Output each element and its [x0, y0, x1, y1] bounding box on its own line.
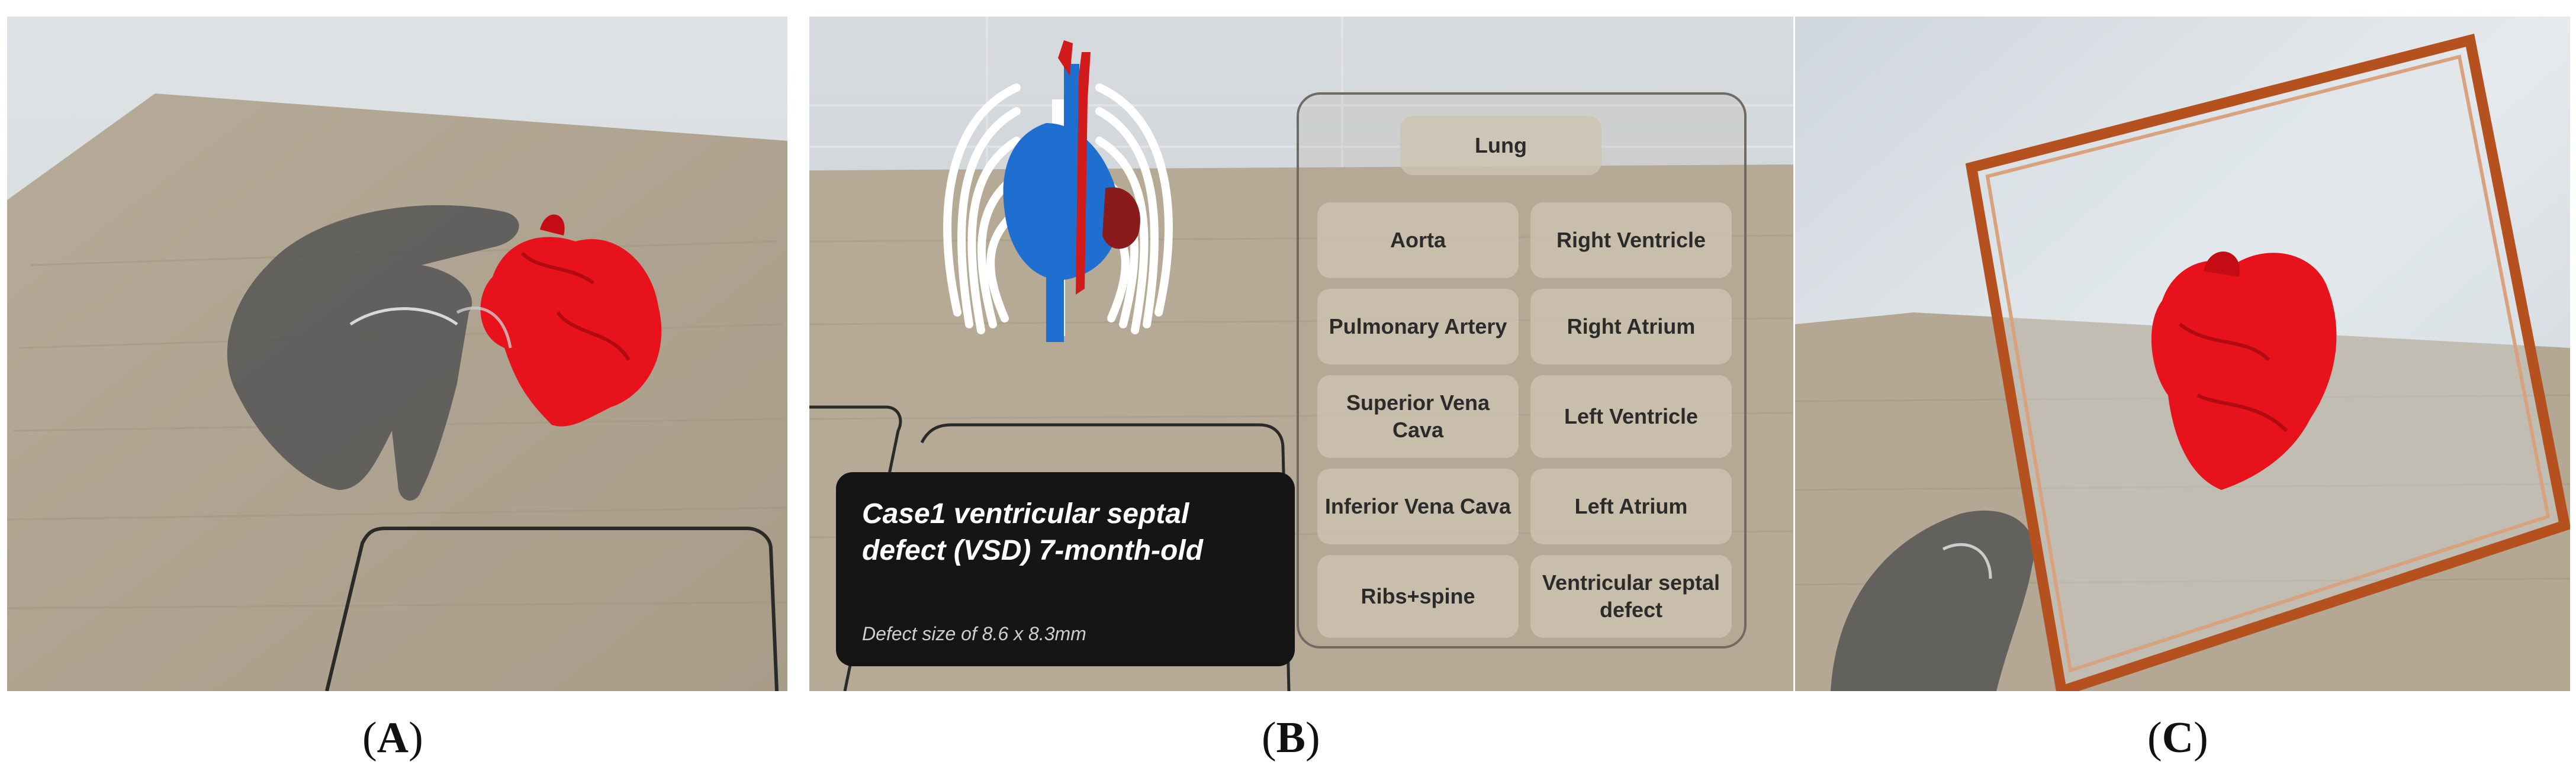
hand-shadow [227, 205, 519, 501]
table-pad-outline [325, 527, 779, 691]
aorta-button[interactable]: Aorta [1317, 202, 1519, 278]
panel-a-vr-scene [7, 17, 787, 691]
case-info-card: Case1 ventricular septal defect (VSD) 7-… [836, 472, 1295, 666]
left-ventricle-button[interactable]: Left Ventricle [1530, 375, 1732, 458]
ribs-spine-button[interactable]: Ribs+spine [1317, 555, 1519, 638]
superior-vena-cava-button[interactable]: Superior Vena Cava [1317, 375, 1519, 458]
heart-model[interactable] [480, 214, 662, 427]
heart-model[interactable] [2151, 251, 2337, 490]
caption-c: (C) [2147, 714, 2208, 762]
panel-c-scene-graphic [1795, 17, 2570, 691]
right-ventricle-button[interactable]: Right Ventricle [1530, 202, 1732, 278]
panel-b-vr-scene: Lung Aorta Right Ventricle Pulmonary Art… [809, 17, 1793, 691]
case-title-line2: defect (VSD) 7-month-old [862, 535, 1203, 566]
caption-b: (B) [1262, 714, 1320, 762]
panel-c-vr-scene [1795, 17, 2570, 691]
case-defect-size: Defect size of 8.6 x 8.3mm [862, 623, 1086, 644]
panel-a-scene-graphic [7, 17, 787, 691]
ventricular-septal-defect-button[interactable]: Ventricular septal defect [1530, 555, 1732, 638]
caption-a: (A) [362, 714, 423, 762]
left-atrium-button[interactable]: Left Atrium [1530, 469, 1732, 544]
ribcage-heart-model[interactable] [943, 40, 1173, 342]
pulmonary-artery-button[interactable]: Pulmonary Artery [1317, 289, 1519, 364]
inferior-vena-cava-button[interactable]: Inferior Vena Cava [1317, 469, 1519, 544]
right-atrium-button[interactable]: Right Atrium [1530, 289, 1732, 364]
case-title-line1: Case1 ventricular septal [862, 498, 1189, 530]
lung-button[interactable]: Lung [1400, 116, 1601, 175]
